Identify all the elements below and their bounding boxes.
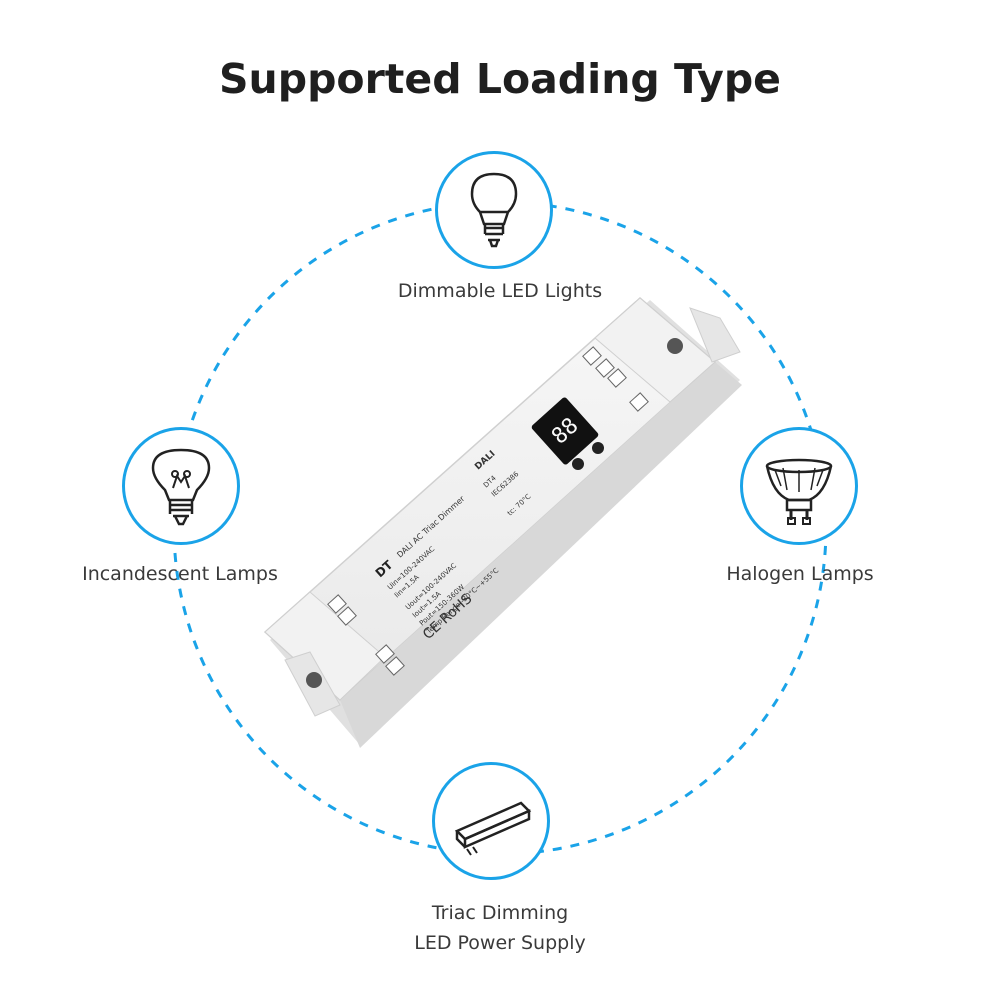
terminal-n-out [375,644,395,664]
halogen-circle [740,427,858,545]
label-power-supply-line1: Triac Dimming [431,902,569,924]
terminal-da1-a [595,358,615,378]
power-supply-circle [432,762,550,880]
terminal-da1-b [629,392,649,412]
label-led-lights: Dimmable LED Lights [397,280,603,302]
label-power-supply-line2: LED Power Supply [414,932,586,954]
terminal-n-in [337,606,357,626]
led-lights-circle [435,151,553,269]
label-halogen: Halogen Lamps [726,563,874,585]
dim-button-2[interactable] [572,458,584,470]
incandescent-bulb-icon [151,448,211,526]
led-bulb-icon [470,172,518,248]
dim-button-1[interactable] [592,442,604,454]
terminal-da2-a [582,346,602,366]
label-incandescent: Incandescent Lamps [82,563,278,585]
terminal-l-in [327,594,347,614]
incandescent-circle [122,427,240,545]
halogen-lamp-icon [765,458,833,525]
led-power-supply-icon [454,801,532,856]
terminal-l-out [385,656,405,676]
terminal-da2-b [607,368,627,388]
page-title: Supported Loading Type [219,55,781,103]
